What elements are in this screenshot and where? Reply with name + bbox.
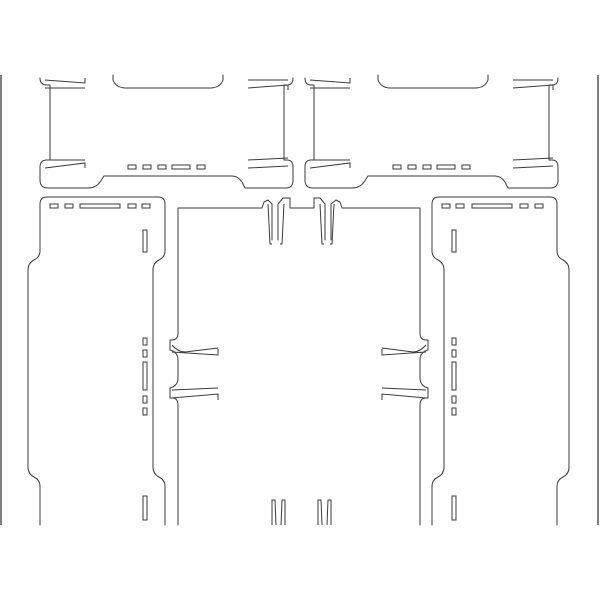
slot-column <box>142 229 148 521</box>
handle-cutout <box>112 74 224 89</box>
top-right-panel <box>304 74 559 189</box>
slot-row <box>441 203 544 209</box>
slot-column <box>451 229 457 521</box>
top-left-panel <box>39 74 294 189</box>
slot-row <box>49 203 151 209</box>
slot-row <box>127 164 206 170</box>
slot-row <box>392 164 471 170</box>
left-side-panel <box>27 196 166 526</box>
right-side-panel <box>431 196 570 526</box>
center-panel <box>169 197 429 526</box>
